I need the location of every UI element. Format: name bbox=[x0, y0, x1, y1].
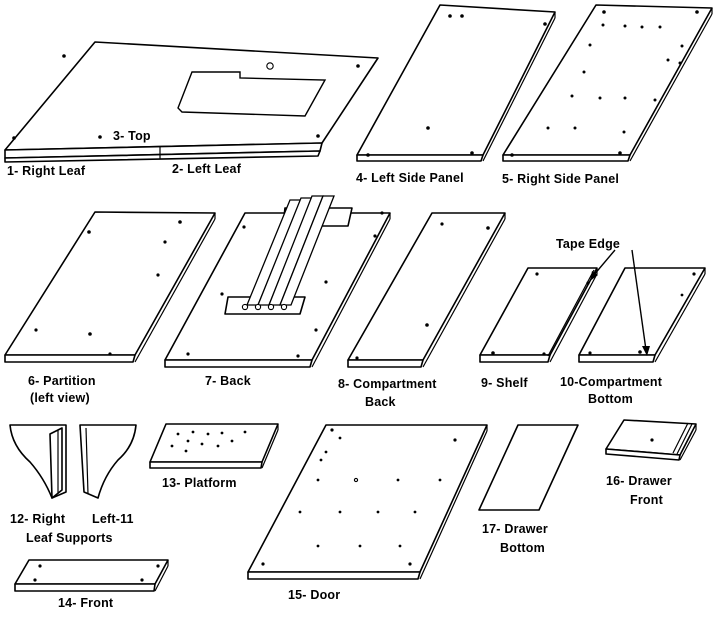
part-front bbox=[14, 559, 169, 592]
label-leaf-supports: Leaf Supports bbox=[26, 531, 113, 545]
label-partition-view: (left view) bbox=[30, 391, 90, 405]
label-left-leaf-support: Left-11 bbox=[92, 512, 134, 526]
label-top: 3- Top bbox=[113, 129, 151, 143]
label-drawer-front-2: Front bbox=[630, 493, 664, 507]
part-compartment-bottom bbox=[578, 267, 706, 363]
part-door bbox=[247, 424, 488, 580]
label-partition: 6- Partition bbox=[28, 374, 96, 388]
tape-edge-label: Tape Edge bbox=[556, 237, 620, 251]
part-left-side-panel bbox=[356, 4, 556, 162]
part-labels: 3- Top 1- Right Leaf 2- Left Leaf 4- Lef… bbox=[7, 129, 672, 610]
label-compartment-bottom-2: Bottom bbox=[588, 392, 633, 406]
tape-edge-callout: Tape Edge bbox=[556, 237, 650, 356]
label-drawer-front: 16- Drawer bbox=[606, 474, 672, 488]
label-platform: 13- Platform bbox=[162, 476, 237, 490]
part-back bbox=[164, 195, 391, 368]
label-drawer-bottom-2: Bottom bbox=[500, 541, 545, 555]
label-compartment-bottom: 10-Compartment bbox=[560, 375, 663, 389]
label-left-leaf: 2- Left Leaf bbox=[172, 162, 242, 176]
part-leaf-supports bbox=[9, 424, 137, 499]
label-door: 15- Door bbox=[288, 588, 340, 602]
label-left-side-panel: 4- Left Side Panel bbox=[356, 171, 464, 185]
label-drawer-bottom: 17- Drawer bbox=[482, 522, 548, 536]
part-compartment-back bbox=[347, 212, 506, 368]
part-partition bbox=[4, 211, 216, 363]
label-right-leaf: 1- Right Leaf bbox=[7, 164, 86, 178]
label-compartment-back-2: Back bbox=[365, 395, 396, 409]
part-top bbox=[4, 41, 379, 163]
conduit-assembly bbox=[224, 195, 353, 315]
label-right-leaf-support: 12- Right bbox=[10, 512, 66, 526]
part-shelf bbox=[479, 267, 598, 363]
label-shelf: 9- Shelf bbox=[481, 376, 528, 390]
part-platform bbox=[149, 423, 279, 469]
part-drawer-bottom bbox=[478, 424, 579, 511]
label-right-side-panel: 5- Right Side Panel bbox=[502, 172, 619, 186]
label-back: 7- Back bbox=[205, 374, 251, 388]
label-front: 14- Front bbox=[58, 596, 114, 610]
part-drawer-front bbox=[605, 419, 697, 461]
label-compartment-back: 8- Compartment bbox=[338, 377, 437, 391]
part-right-side-panel bbox=[502, 4, 713, 162]
